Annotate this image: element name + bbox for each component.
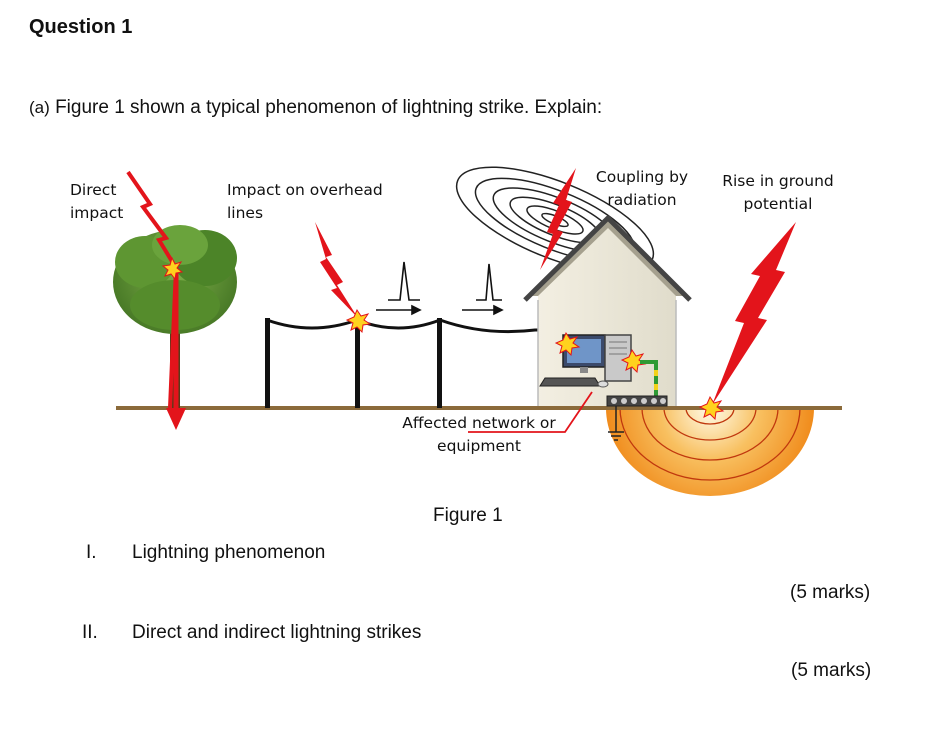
question-title: Question 1 bbox=[29, 16, 133, 38]
surge-arrow-icon bbox=[376, 304, 504, 316]
label-affected-equipment: Affected network or equipment bbox=[392, 412, 566, 458]
equipment-spark-icon bbox=[554, 331, 647, 374]
lightning-bolt-overhead-icon bbox=[315, 222, 358, 318]
affected-pointer-line bbox=[468, 391, 593, 433]
ground-symbol-icon bbox=[608, 406, 624, 441]
item-1-number: I. bbox=[86, 542, 97, 563]
label-ground-potential: Rise in ground potential bbox=[712, 170, 844, 216]
overhead-line bbox=[266, 318, 565, 364]
lightning-bolt-ground-icon bbox=[712, 222, 796, 405]
impact-spark-icon bbox=[161, 256, 184, 281]
surge-pulse-icon bbox=[388, 261, 502, 301]
ground-spark-icon bbox=[698, 395, 725, 421]
terminal-strip-icon bbox=[606, 395, 668, 407]
label-overhead-line2: lines bbox=[227, 204, 264, 222]
power-line-poles bbox=[265, 318, 442, 408]
label-coupling-radiation: Coupling by radiation bbox=[588, 166, 696, 212]
label-direct-impact-line2: impact bbox=[70, 204, 124, 222]
part-label: (a) bbox=[29, 98, 50, 117]
label-affected-line1: Affected network or bbox=[402, 414, 556, 432]
overhead-spark-icon bbox=[345, 308, 372, 334]
label-coupling-line1: Coupling by bbox=[595, 168, 689, 186]
ground-potential-glow bbox=[606, 407, 814, 496]
ground-line bbox=[116, 406, 842, 410]
label-coupling-line2: radiation bbox=[607, 191, 677, 209]
computer-icon bbox=[539, 334, 632, 388]
figure-caption: Figure 1 bbox=[433, 505, 503, 526]
item-1-marks: (5 marks) bbox=[790, 582, 871, 603]
label-overhead-lines: Impact on overhead lines bbox=[227, 179, 383, 225]
label-affected-line2: equipment bbox=[437, 437, 521, 455]
item-2-number: II. bbox=[82, 622, 98, 643]
item-2-marks: (5 marks) bbox=[791, 660, 872, 681]
earth-wire-icon bbox=[640, 360, 658, 398]
label-direct-impact-line1: Direct bbox=[70, 181, 117, 199]
question-part-a: (a) Figure 1 shown a typical phenomenon … bbox=[29, 97, 602, 119]
label-overhead-line1: Impact on overhead bbox=[227, 181, 383, 199]
label-ground-line1: Rise in ground bbox=[722, 172, 834, 190]
part-text: Figure 1 shown a typical phenomenon of l… bbox=[55, 97, 603, 118]
label-ground-line2: potential bbox=[743, 195, 813, 213]
item-1-text: Lightning phenomenon bbox=[132, 542, 326, 563]
lightning-bolt-radiation-icon bbox=[540, 168, 576, 270]
label-direct-impact: Direct impact bbox=[70, 179, 123, 225]
item-2-text: Direct and indirect lightning strikes bbox=[132, 622, 422, 643]
